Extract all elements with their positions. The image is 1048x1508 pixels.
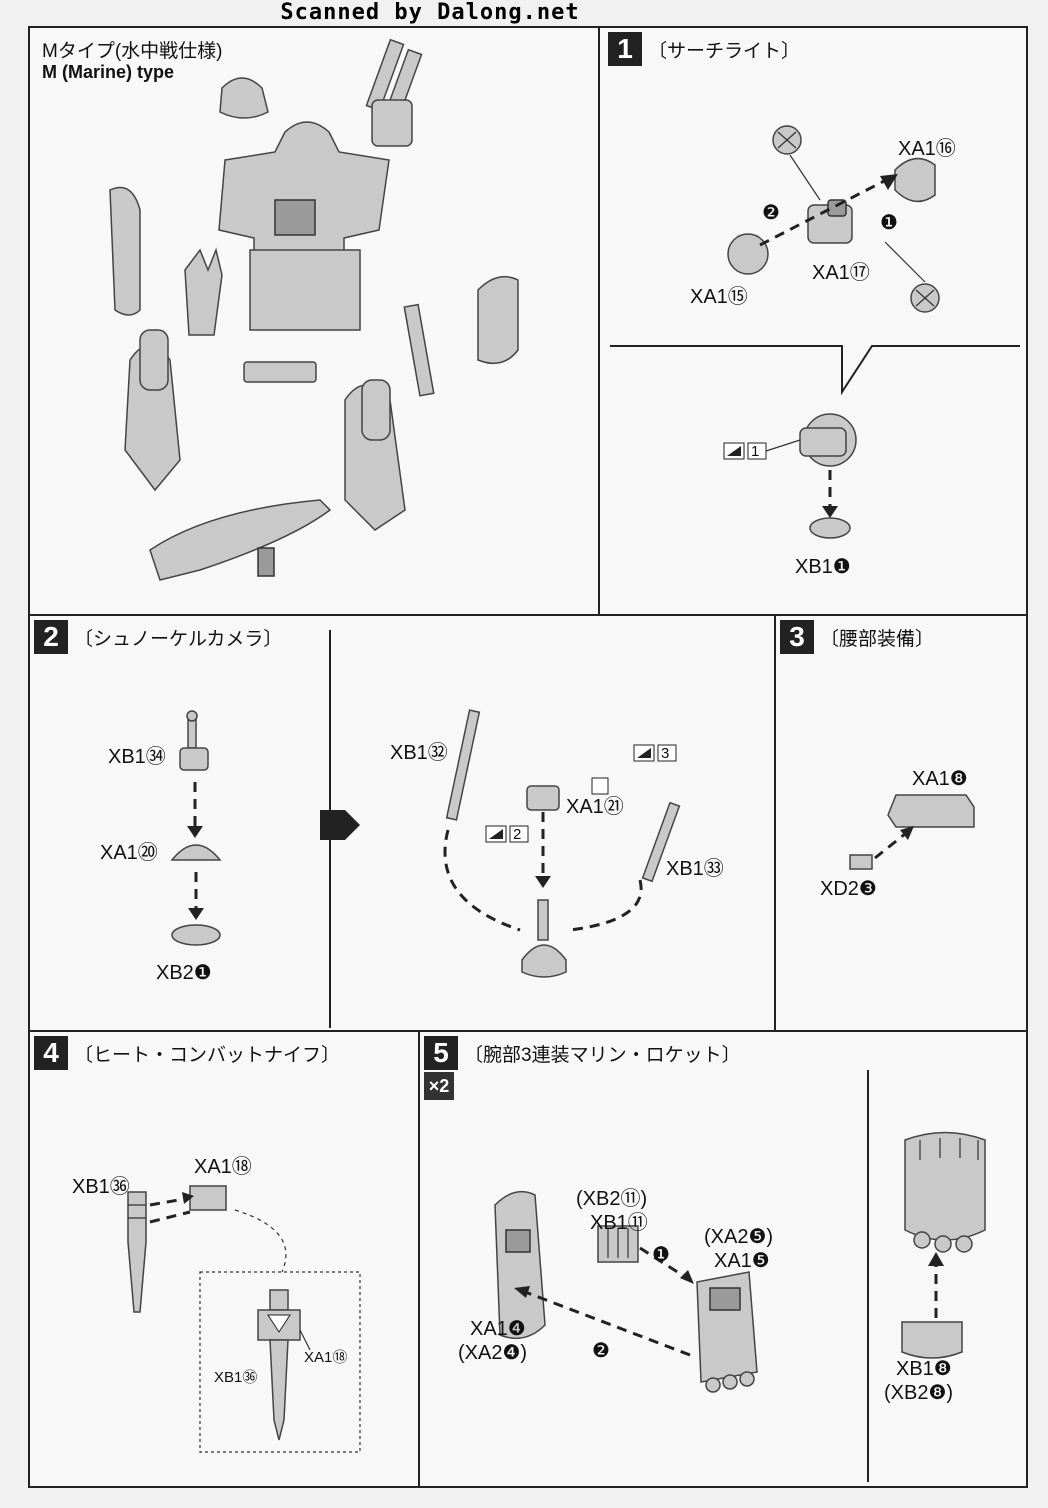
step1-number: 1 [608,32,642,66]
step1-art [610,125,1020,539]
step2-number: 2 [34,620,68,654]
step1-panel [598,26,1028,616]
step5-title: 〔腕部3連装マリン・ロケット〕 [464,1044,741,1066]
label-xa1-15: XA1⑮ [690,286,748,308]
label-xb2-1: XB2❶ [156,962,212,984]
step3-title: 〔腰部装備〕 [820,628,935,650]
label-xb1-34: XB1㉞ [108,746,166,768]
marine-parts-overview [109,38,519,581]
sticker-3-label: 3 [661,745,670,762]
label-xb1-8: XB1❽ [896,1358,952,1380]
order-2-marker-step5: ❷ [592,1340,610,1362]
step5-number: 5 [424,1036,458,1070]
label-xb2-8: (XB2❽) [884,1382,954,1404]
sticker-2-label: 2 [513,826,522,843]
step2-art [170,630,681,1028]
order-1-marker-step1b: ❷ [762,202,780,224]
step3-number: 3 [780,620,814,654]
scan-credit: Scanned by Dalong.net [280,0,580,25]
quantity-x2-badge: ×2 [424,1072,454,1100]
label-xb2-11: (XB2⑪) [576,1188,648,1210]
step2-header: 2 〔シュノーケルカメラ〕 [34,620,282,654]
label-xb1-11: XB1⑪ [590,1212,648,1234]
label-xa2-5: (XA2❺) [704,1226,774,1248]
step2-panel [28,614,776,1032]
label-xa1-4: XA1❹ [470,1318,526,1340]
step1-header: 1 〔サーチライト〕 [608,32,800,66]
label-xa1-17: XA1⑰ [812,262,870,284]
label-xa1-21: XA1㉑ [566,796,624,818]
detail-label-xa1-18: XA1⑱ [304,1349,348,1366]
step4-number: 4 [34,1036,68,1070]
step3-art [849,794,975,870]
step5-art [494,1070,986,1482]
sticker-1-label: 1 [751,443,760,460]
order-1-marker-step1a: ❶ [880,212,898,234]
step4-panel [28,1030,420,1488]
order-1-marker-step5: ❶ [652,1244,670,1266]
marine-type-subtitle: M (Marine) type [42,62,175,82]
step4-title: 〔ヒート・コンバットナイフ〕 [74,1044,341,1066]
label-xa1-16: XA1⑯ [898,138,956,160]
label-xb1-32: XB1㉜ [390,742,448,764]
label-xb1-36: XB1㊱ [72,1176,130,1198]
marine-type-title: Mタイプ(水中戦仕様) [42,41,223,62]
label-xa2-4: (XA2❹) [458,1342,528,1364]
label-xb1-1: XB1❶ [795,556,851,578]
step3-header: 3 〔腰部装備〕 [780,620,934,654]
detail-label-xb1-36: XB1㊱ [214,1369,258,1386]
step1-title: 〔サーチライト〕 [648,40,801,62]
label-xb1-33: XB1㉝ [666,858,724,880]
label-xa1-18: XA1⑱ [194,1156,252,1178]
label-xa1-5: XA1❺ [714,1250,770,1272]
step4-art [127,1185,361,1453]
label-xd2-3: XD2❸ [820,878,877,900]
step4-header: 4 〔ヒート・コンバットナイフ〕 [34,1036,340,1070]
label-xa1-20: XA1⑳ [100,842,158,864]
label-xa1-8: XA1❽ [912,768,968,790]
step2-title: 〔シュノーケルカメラ〕 [74,628,283,650]
step5-header: 5 〔腕部3連装マリン・ロケット〕 [424,1036,741,1070]
